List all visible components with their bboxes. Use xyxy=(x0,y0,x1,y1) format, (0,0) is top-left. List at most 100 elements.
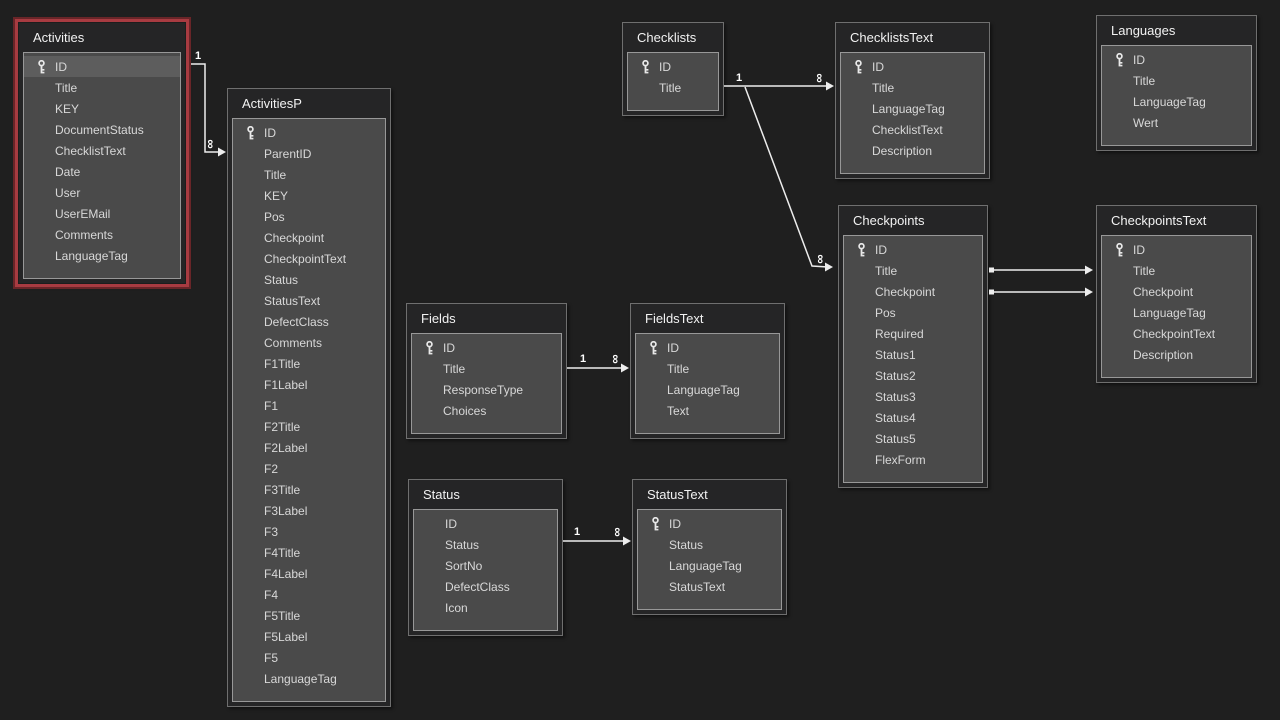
field-row-f5title[interactable]: F5Title xyxy=(233,605,385,626)
field-row-checkpoint[interactable]: Checkpoint xyxy=(233,227,385,248)
field-row-f2label[interactable]: F2Label xyxy=(233,437,385,458)
field-row-choices[interactable]: Choices xyxy=(412,400,561,421)
field-row-id[interactable]: ID xyxy=(841,56,984,77)
field-row-f4label[interactable]: F4Label xyxy=(233,563,385,584)
field-row-status4[interactable]: Status4 xyxy=(844,407,982,428)
table-title-statustext[interactable]: StatusText xyxy=(647,487,708,502)
table-title-checkpoints[interactable]: Checkpoints xyxy=(853,213,925,228)
field-row-f1[interactable]: F1 xyxy=(233,395,385,416)
field-row-status5[interactable]: Status5 xyxy=(844,428,982,449)
field-row-id[interactable]: ID xyxy=(1102,49,1251,70)
field-row-statustext[interactable]: StatusText xyxy=(233,290,385,311)
field-row-id[interactable]: ID xyxy=(24,56,180,77)
field-row-languagetag[interactable]: LanguageTag xyxy=(841,98,984,119)
field-row-title[interactable]: Title xyxy=(841,77,984,98)
field-row-comments[interactable]: Comments xyxy=(233,332,385,353)
field-row-f5label[interactable]: F5Label xyxy=(233,626,385,647)
field-row-defectclass[interactable]: DefectClass xyxy=(414,576,557,597)
table-title-fieldstext[interactable]: FieldsText xyxy=(645,311,704,326)
field-row-checklisttext[interactable]: ChecklistText xyxy=(24,140,180,161)
field-row-comments[interactable]: Comments xyxy=(24,224,180,245)
field-row-status[interactable]: Status xyxy=(233,269,385,290)
table-title-status[interactable]: Status xyxy=(423,487,460,502)
relationship-line[interactable] xyxy=(744,86,829,268)
field-row-key[interactable]: KEY xyxy=(24,98,180,119)
field-row-title[interactable]: Title xyxy=(412,358,561,379)
table-title-languages[interactable]: Languages xyxy=(1111,23,1176,38)
field-row-f2title[interactable]: F2Title xyxy=(233,416,385,437)
field-row-status1[interactable]: Status1 xyxy=(844,344,982,365)
field-row-languagetag[interactable]: LanguageTag xyxy=(24,245,180,266)
field-row-checkpointtext[interactable]: CheckpointText xyxy=(1102,323,1251,344)
field-row-title[interactable]: Title xyxy=(628,77,718,98)
field-row-checklisttext[interactable]: ChecklistText xyxy=(841,119,984,140)
field-row-useremail[interactable]: UserEMail xyxy=(24,203,180,224)
table-title-fields[interactable]: Fields xyxy=(421,311,456,326)
field-row-id[interactable]: ID xyxy=(412,337,561,358)
field-row-date[interactable]: Date xyxy=(24,161,180,182)
field-row-sortno[interactable]: SortNo xyxy=(414,555,557,576)
field-row-key[interactable]: KEY xyxy=(233,185,385,206)
field-row-description[interactable]: Description xyxy=(841,140,984,161)
table-title-checklists[interactable]: Checklists xyxy=(637,30,697,45)
field-row-status[interactable]: Status xyxy=(638,534,781,555)
field-row-documentstatus[interactable]: DocumentStatus xyxy=(24,119,180,140)
field-row-defectclass[interactable]: DefectClass xyxy=(233,311,385,332)
field-row-languagetag[interactable]: LanguageTag xyxy=(1102,302,1251,323)
field-row-f1label[interactable]: F1Label xyxy=(233,374,385,395)
field-row-checkpoint[interactable]: Checkpoint xyxy=(844,281,982,302)
field-row-title[interactable]: Title xyxy=(1102,260,1251,281)
field-row-status3[interactable]: Status3 xyxy=(844,386,982,407)
field-row-id[interactable]: ID xyxy=(636,337,779,358)
field-row-icon[interactable]: Icon xyxy=(414,597,557,618)
field-row-text[interactable]: Text xyxy=(636,400,779,421)
field-row-languagetag[interactable]: LanguageTag xyxy=(636,379,779,400)
field-row-required[interactable]: Required xyxy=(844,323,982,344)
field-row-statustext[interactable]: StatusText xyxy=(638,576,781,597)
field-row-pos[interactable]: Pos xyxy=(233,206,385,227)
field-row-checkpoint[interactable]: Checkpoint xyxy=(1102,281,1251,302)
field-row-f5[interactable]: F5 xyxy=(233,647,385,668)
field-row-f3title[interactable]: F3Title xyxy=(233,479,385,500)
table-title-activities[interactable]: Activities xyxy=(33,30,85,45)
field-row-id[interactable]: ID xyxy=(638,513,781,534)
table-title-activitiesp[interactable]: ActivitiesP xyxy=(242,96,302,111)
field-row-title[interactable]: Title xyxy=(233,164,385,185)
field-row-f4[interactable]: F4 xyxy=(233,584,385,605)
table-title-checkpointstext[interactable]: CheckpointsText xyxy=(1111,213,1207,228)
field-row-id[interactable]: ID xyxy=(233,122,385,143)
field-row-user[interactable]: User xyxy=(24,182,180,203)
field-row-f1title[interactable]: F1Title xyxy=(233,353,385,374)
field-row-wert[interactable]: Wert xyxy=(1102,112,1251,133)
field-row-title[interactable]: Title xyxy=(1102,70,1251,91)
field-row-f3label[interactable]: F3Label xyxy=(233,500,385,521)
field-row-languagetag[interactable]: LanguageTag xyxy=(233,668,385,689)
field-row-f4title[interactable]: F4Title xyxy=(233,542,385,563)
field-row-parentid[interactable]: ParentID xyxy=(233,143,385,164)
field-row-pos[interactable]: Pos xyxy=(844,302,982,323)
field-row-id[interactable]: ID xyxy=(844,239,982,260)
field-row-description[interactable]: Description xyxy=(1102,344,1251,365)
field-row-title[interactable]: Title xyxy=(24,77,180,98)
field-row-title[interactable]: Title xyxy=(636,358,779,379)
field-row-id[interactable]: ID xyxy=(1102,239,1251,260)
field-row-id[interactable]: ID xyxy=(414,513,557,534)
field-row-id[interactable]: ID xyxy=(628,56,718,77)
relationship-line[interactable] xyxy=(191,63,222,153)
field-row-flexform[interactable]: FlexForm xyxy=(844,449,982,470)
field-row-title[interactable]: Title xyxy=(844,260,982,281)
table-title-checkliststext[interactable]: ChecklistsText xyxy=(850,30,934,45)
field-row-languagetag[interactable]: LanguageTag xyxy=(1102,91,1251,112)
